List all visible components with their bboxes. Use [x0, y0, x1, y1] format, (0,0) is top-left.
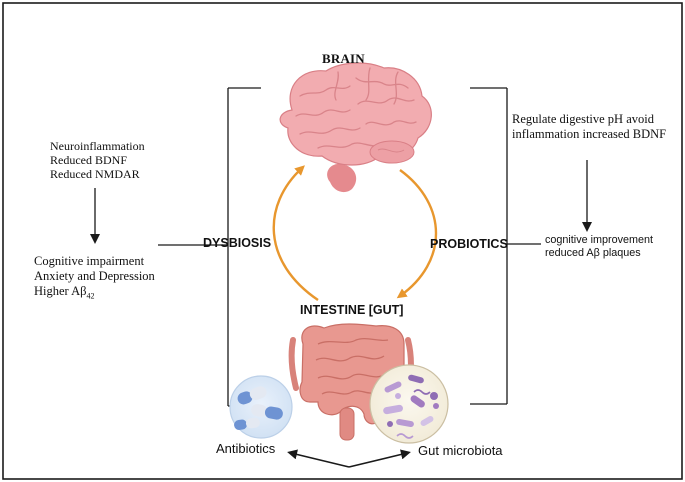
right-outcomes-list: cognitive improvement reduced Aβ plaques — [545, 234, 653, 259]
gut-microbiota-caption: Gut microbiota — [418, 443, 503, 458]
right-outcome-item: reduced Aβ plaques — [545, 246, 641, 259]
left-outcomes-list: Cognitive impairment Anxiety and Depress… — [34, 254, 155, 304]
probiotics-label: PROBIOTICS — [430, 237, 508, 251]
intestine-title: INTESTINE [GUT] — [300, 303, 404, 317]
probiotics-cycle-arrow — [396, 169, 438, 299]
right-bracket — [470, 87, 541, 405]
dysbiosis-cycle-arrow — [272, 165, 319, 301]
left-outcome-item: Higher Aβ42 — [34, 284, 95, 301]
brain-icon — [279, 62, 432, 193]
dysbiosis-label: DYSBIOSIS — [203, 236, 272, 250]
right-outcome-item: cognitive improvement — [545, 234, 654, 246]
left-effect-item: Reduced NMDAR — [50, 167, 140, 181]
pills-icon — [229, 375, 293, 439]
bottom-double-arrow — [287, 449, 411, 468]
left-outcome-item: Cognitive impairment — [34, 254, 145, 268]
antibiotics-caption: Antibiotics — [216, 441, 276, 456]
left-effect-item: Reduced BDNF — [50, 153, 127, 167]
left-effect-item: Neuroinflammation — [50, 139, 145, 153]
right-effects-text: Regulate digestive pH avoid inflammation… — [512, 112, 667, 141]
left-effects-list: Neuroinflammation Reduced BDNF Reduced N… — [50, 139, 145, 181]
bacteria-icon — [369, 364, 449, 444]
brain-title: BRAIN — [322, 51, 365, 66]
left-outcome-item: Anxiety and Depression — [34, 269, 155, 283]
